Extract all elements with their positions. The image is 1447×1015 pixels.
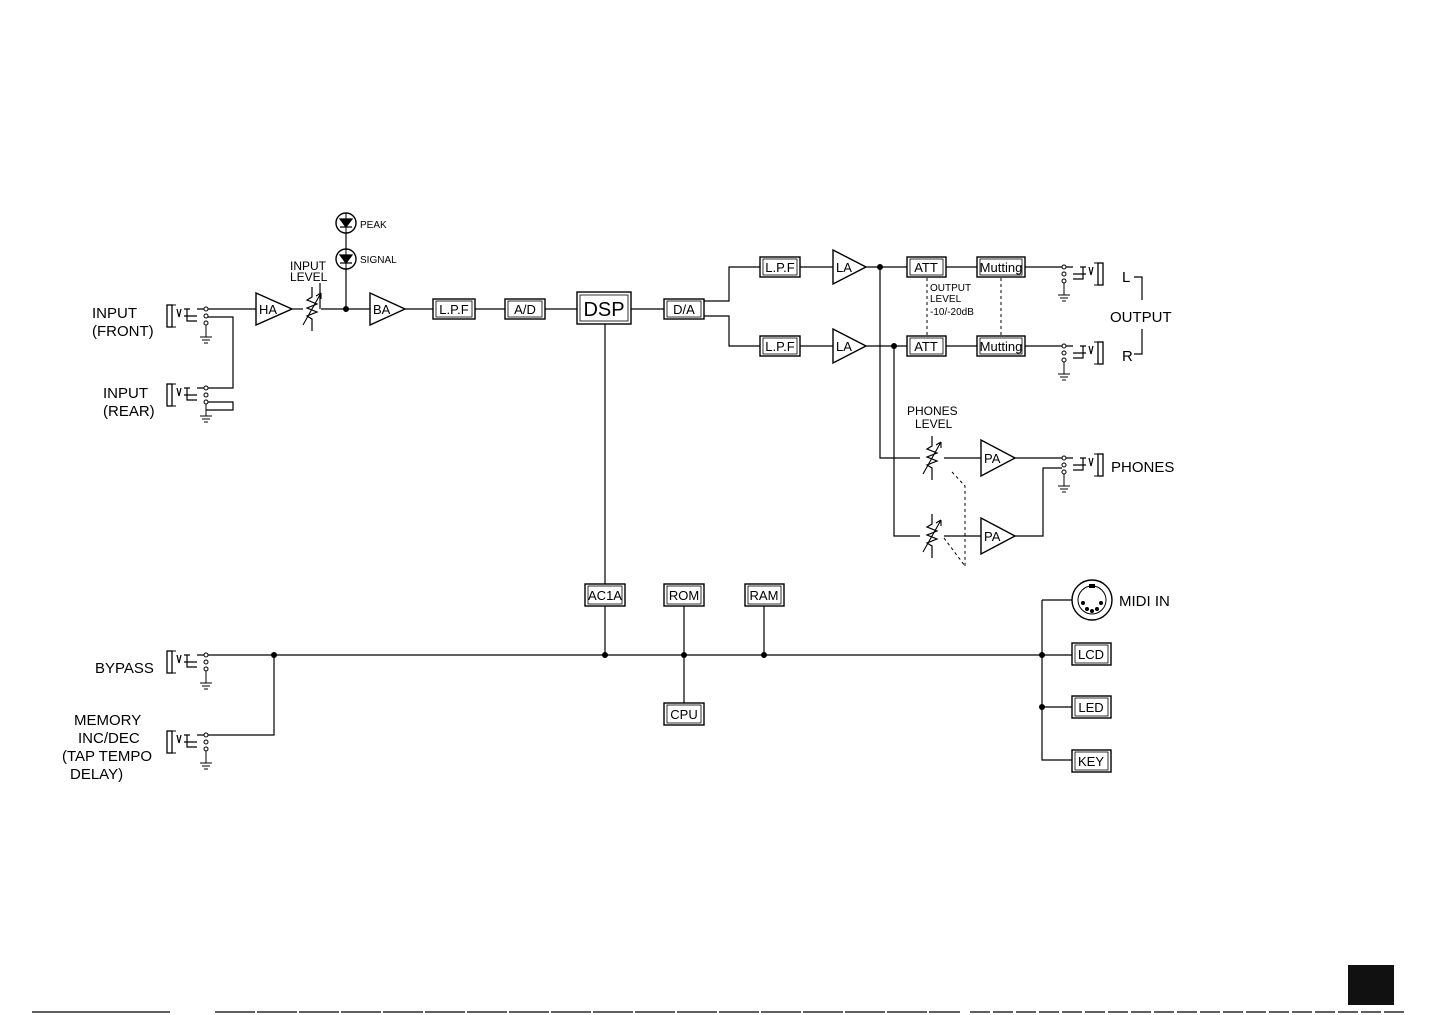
input-rear-jack [167, 384, 212, 422]
svg-text:L.P.F: L.P.F [765, 260, 794, 275]
svg-text:LA: LA [836, 260, 852, 275]
svg-text:RAM: RAM [750, 588, 779, 603]
phones-level-label-1: PHONES [907, 404, 958, 418]
input-level-label-2: LEVEL [290, 270, 328, 284]
bypass-label: BYPASS [95, 660, 154, 677]
ac1a-block: AC1A [585, 584, 625, 606]
phones-level-pot-left [923, 436, 941, 480]
svg-text:AC1A: AC1A [588, 588, 622, 603]
signal-led-icon [336, 249, 356, 269]
svg-text:LCD: LCD [1078, 647, 1104, 662]
phones-level-label-2: LEVEL [915, 417, 953, 431]
rom-block: ROM [664, 584, 704, 606]
att-left-block: ATT [907, 257, 946, 277]
phones-level-pot-right [923, 514, 941, 558]
midi-in-label: MIDI IN [1119, 593, 1170, 610]
svg-text:PA: PA [984, 451, 1001, 466]
svg-text:ATT: ATT [914, 339, 938, 354]
key-block: KEY [1072, 750, 1111, 772]
la-left-amp: LA [833, 250, 866, 284]
lpf-left-block: L.P.F [760, 257, 800, 277]
output-right-jack [1058, 342, 1103, 380]
dsp-block: DSP [577, 292, 631, 324]
input-level-pot [303, 287, 321, 331]
svg-text:ROM: ROM [669, 588, 699, 603]
svg-text:L.P.F: L.P.F [765, 339, 794, 354]
memory-label-1: MEMORY [74, 712, 141, 729]
output-left-jack [1058, 263, 1103, 301]
output-l-label: L [1122, 269, 1130, 286]
junction-dots [271, 264, 1045, 710]
input-front-label-1: INPUT [92, 305, 137, 322]
input-rear-label-1: INPUT [103, 385, 148, 402]
svg-text:PA: PA [984, 529, 1001, 544]
phones-label: PHONES [1111, 459, 1174, 476]
led-block: LED [1072, 696, 1111, 718]
memory-label-4: DELAY) [70, 766, 123, 783]
svg-text:L.P.F: L.P.F [439, 302, 468, 317]
svg-text:HA: HA [259, 302, 277, 317]
output-level-label-3: -10/-20dB [930, 307, 974, 318]
input-rear-label-2: (REAR) [103, 403, 155, 420]
svg-text:A/D: A/D [514, 302, 536, 317]
peak-led-icon [336, 213, 356, 233]
pa-right-amp: PA [981, 518, 1015, 554]
ad-block: A/D [505, 299, 545, 319]
memory-label-2: INC/DEC [78, 730, 140, 747]
lcd-block: LCD [1072, 643, 1111, 665]
page-tab-marker [1348, 965, 1394, 1005]
peak-label: PEAK [360, 220, 387, 231]
memory-jack [167, 731, 212, 769]
svg-text:ATT: ATT [914, 260, 938, 275]
ba-amp: BA [370, 293, 405, 325]
output-level-label-2: LEVEL [930, 294, 962, 305]
midi-in-connector-icon [1072, 580, 1112, 620]
la-right-amp: LA [833, 329, 866, 363]
ha-amp: HA [256, 293, 292, 325]
mutting-right-block: Mutting [977, 336, 1025, 356]
att-right-block: ATT [907, 336, 946, 356]
mutting-left-block: Mutting [977, 257, 1025, 277]
pa-left-amp: PA [981, 440, 1015, 476]
svg-text:CPU: CPU [670, 707, 697, 722]
output-label: OUTPUT [1110, 309, 1172, 326]
cpu-block: CPU [664, 703, 704, 725]
memory-label-3: (TAP TEMPO [62, 748, 152, 765]
ram-block: RAM [745, 584, 784, 606]
input-front-label-2: (FRONT) [92, 323, 154, 340]
signal-label: SIGNAL [360, 255, 397, 266]
input-front-jack [167, 305, 212, 343]
svg-text:Mutting: Mutting [980, 260, 1023, 275]
svg-text:Mutting: Mutting [980, 339, 1023, 354]
svg-text:LED: LED [1078, 700, 1103, 715]
svg-text:DSP: DSP [583, 299, 624, 321]
bypass-jack [167, 651, 212, 689]
svg-text:LA: LA [836, 339, 852, 354]
svg-text:D/A: D/A [673, 302, 695, 317]
output-level-label-1: OUTPUT [930, 283, 971, 294]
phones-jack [1058, 454, 1103, 492]
lpf-right-block: L.P.F [760, 336, 800, 356]
lpf-input-block: L.P.F [433, 299, 475, 319]
svg-text:BA: BA [373, 302, 391, 317]
svg-text:KEY: KEY [1078, 754, 1104, 769]
da-block: D/A [664, 299, 704, 319]
output-r-label: R [1122, 348, 1133, 365]
